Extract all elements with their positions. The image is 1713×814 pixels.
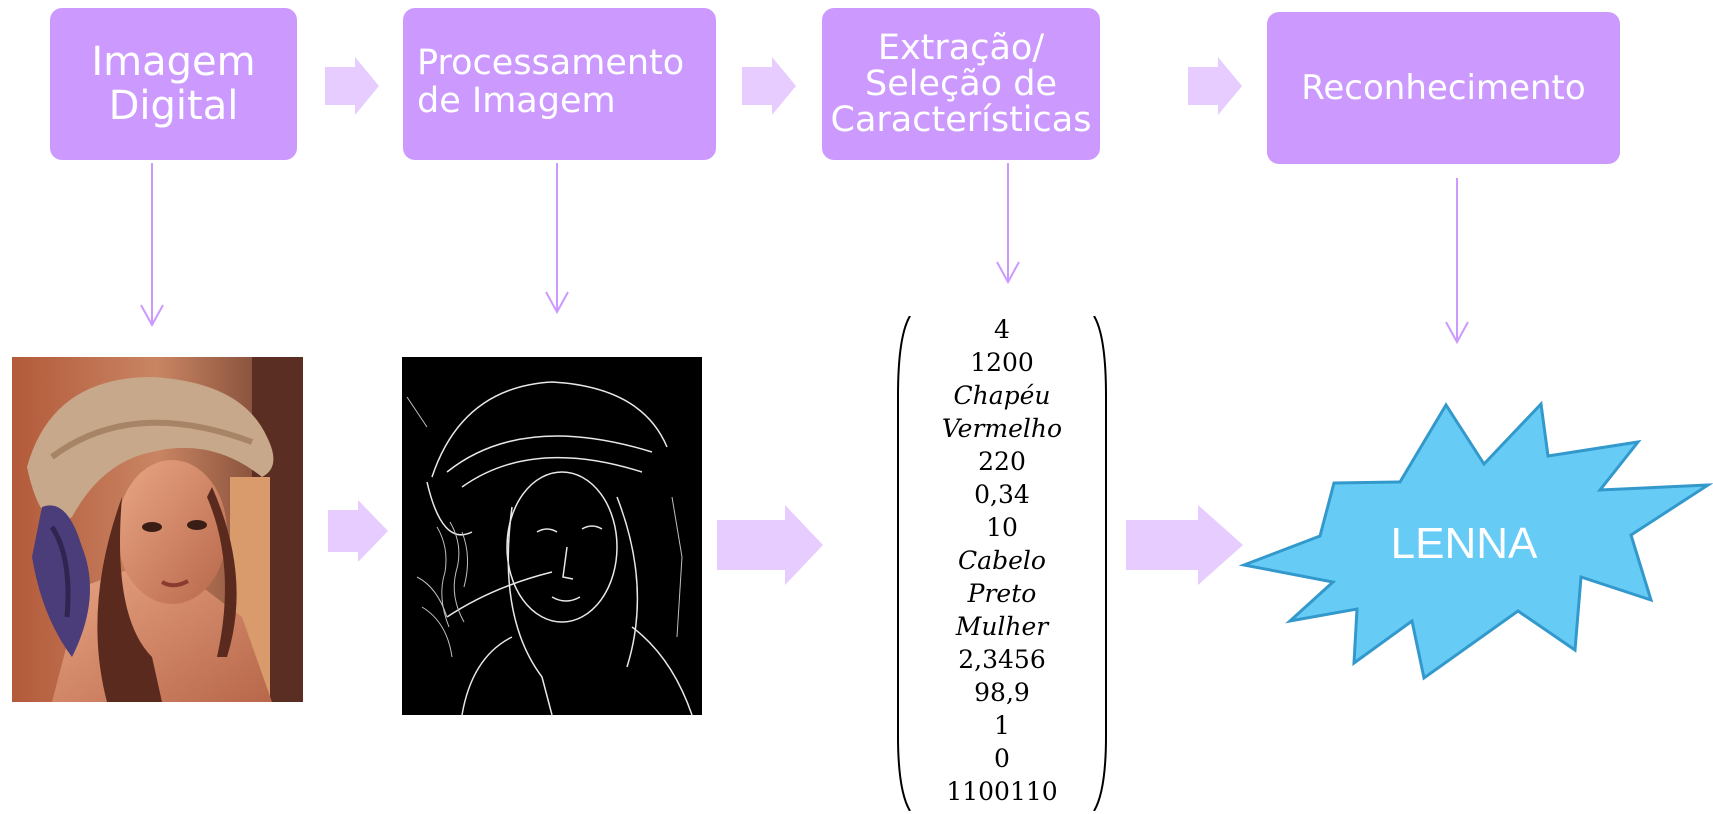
step-box-image-processing: Processamento de Imagem	[403, 8, 716, 160]
step-label: Extração/ Seleção de Características	[830, 28, 1092, 140]
flow-arrow-top-1	[325, 57, 379, 115]
edge-detected-image	[402, 357, 702, 715]
feature-value: 0,34	[974, 480, 1030, 509]
feature-value: Mulher	[955, 612, 1049, 641]
feature-value: 0	[994, 744, 1010, 773]
flow-arrow-top-2	[742, 57, 796, 115]
vector-brackets	[897, 316, 1107, 811]
feature-value: 2,3456	[958, 645, 1046, 674]
feature-value: 220	[978, 447, 1026, 476]
connector-arrow-1	[140, 163, 164, 328]
step-box-recognition: Reconhecimento	[1267, 12, 1620, 164]
step-box-digital-image: Imagem Digital	[50, 8, 297, 160]
result-label: LENNA	[1390, 519, 1538, 568]
edge-illustration	[406, 381, 693, 715]
portrait-illustration	[12, 357, 303, 702]
feature-value: 1200	[970, 348, 1034, 377]
flow-arrow-top-3	[1188, 57, 1242, 115]
feature-value: 1100110	[946, 777, 1058, 806]
connector-arrow-2	[545, 163, 569, 315]
result-burst-shape	[1238, 400, 1713, 681]
step-label: Reconhecimento	[1301, 68, 1586, 108]
feature-value: 1	[994, 711, 1010, 740]
connector-arrow-3	[996, 163, 1020, 285]
step-label: Imagem Digital	[91, 39, 256, 129]
step-label: Processamento de Imagem	[417, 43, 685, 121]
feature-value: Preto	[967, 579, 1037, 608]
flow-arrow-bottom-3	[1126, 505, 1243, 585]
flow-arrow-bottom-1	[328, 500, 388, 562]
feature-value: Chapéu	[953, 381, 1051, 410]
left-paren	[897, 316, 911, 811]
feature-value: 98,9	[974, 678, 1030, 707]
flow-arrow-bottom-2	[717, 505, 823, 585]
feature-value: 10	[986, 513, 1018, 542]
right-paren	[1093, 316, 1107, 811]
feature-value: Cabelo	[958, 546, 1046, 575]
input-photo	[12, 357, 303, 702]
connector-arrow-4	[1445, 178, 1469, 345]
feature-value: Vermelho	[941, 414, 1063, 443]
step-box-feature-extraction: Extração/ Seleção de Características	[822, 8, 1100, 160]
feature-value: 4	[994, 315, 1010, 344]
